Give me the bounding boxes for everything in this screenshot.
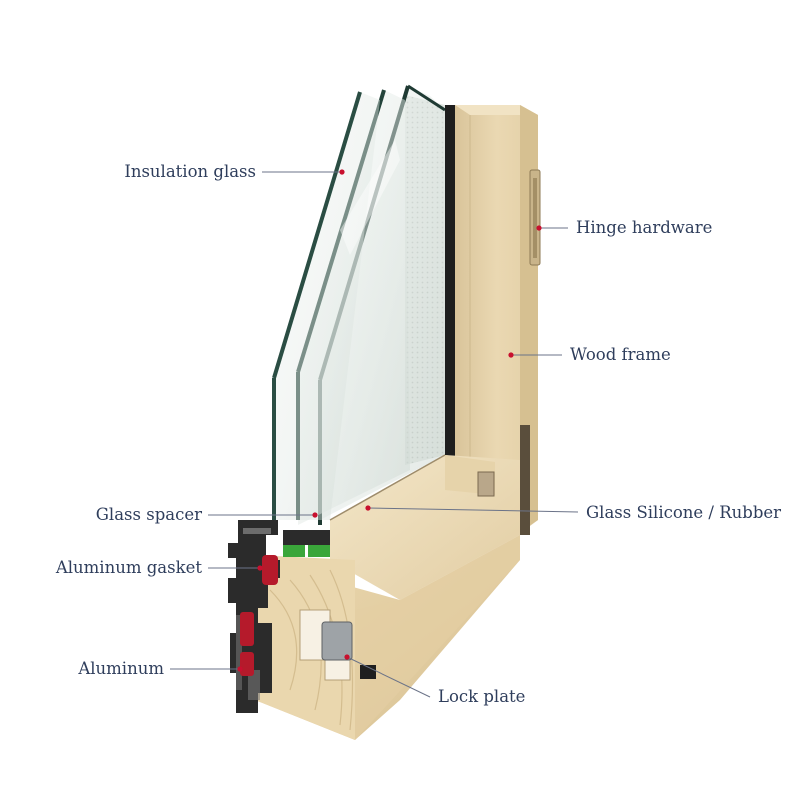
sash-bottom-rail [329,454,520,600]
label-glass-spacer: Glass spacer [95,505,202,524]
dot-wood-frame [508,352,514,358]
leader-glass-silicone [367,507,579,513]
drain-cap [477,471,495,497]
label-hinge-hardware: Hinge hardware [576,218,713,237]
dot-glass-spacer [312,512,318,518]
aluminum-gasket [240,555,278,676]
label-aluminum-gasket: Aluminum gasket [55,558,202,577]
label-aluminum: Aluminum [78,659,164,678]
wood-cross-section [255,535,520,740]
dot-hinge-hardware [536,225,542,231]
dot-glass-silicone [365,505,371,511]
dot-insulation-glass [339,169,345,175]
frame-edge-strip [520,425,530,535]
glass-spacer [283,530,330,557]
label-insulation-glass: Insulation glass [124,162,256,181]
label-wood-frame: Wood frame [570,345,671,364]
insulation-glass [272,84,446,525]
lock-plate-metal [321,621,353,661]
marker-dots [237,169,542,672]
leader-lock-plate [346,656,431,698]
dot-aluminum [237,666,243,672]
dot-aluminum-gasket [257,565,263,571]
dot-lock-plate [344,654,350,660]
pane-edge-seal [445,105,455,460]
label-lock-plate: Lock plate [438,687,526,706]
hinge-hardware [529,169,541,266]
label-glass-silicone-rubber: Glass Silicone / Rubber [586,503,782,522]
leader-lines [170,171,579,698]
